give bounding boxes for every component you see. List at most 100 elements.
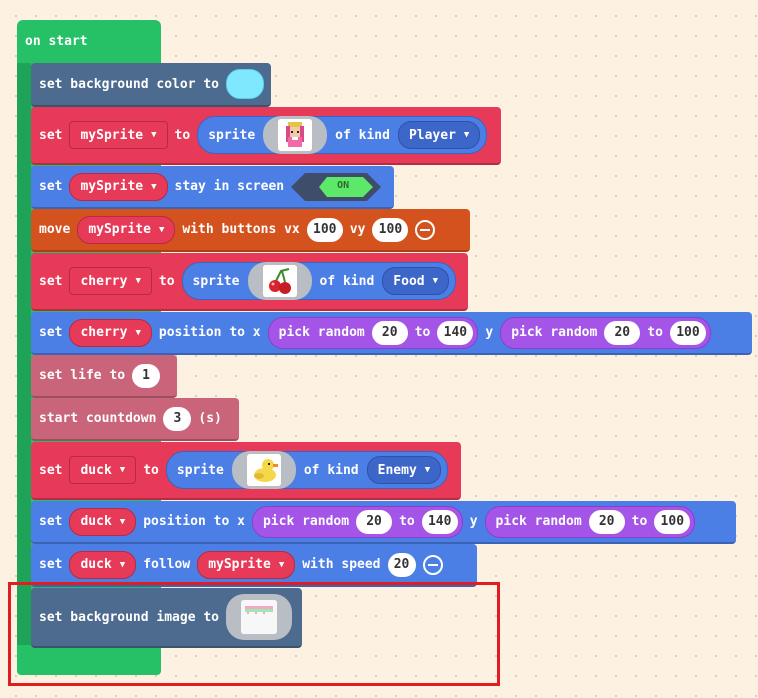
variable-dropdown-cherry[interactable]: cherry ▼ <box>69 267 152 295</box>
toggle-switch-icon <box>291 172 382 201</box>
follow-keyword: follow <box>143 557 191 572</box>
variable-dropdown-mysprite[interactable]: mySprite ▼ <box>69 121 168 149</box>
variable-dropdown-duck[interactable]: duck▼ <box>69 507 137 536</box>
duck-follow-block[interactable]: set duck▼ follow mySprite▼ with speed 20 <box>31 544 477 587</box>
variable-name: duck <box>80 462 112 478</box>
chevron-down-icon: ▼ <box>151 130 157 140</box>
chevron-down-icon: ▼ <box>151 181 157 192</box>
set-mysprite-block[interactable]: set mySprite▼ to sprite of kind Player <box>31 107 501 165</box>
background-color-swatch[interactable] <box>226 69 265 99</box>
random-max-input[interactable]: 140 <box>437 320 474 345</box>
sprite-keyword: sprite <box>176 462 224 478</box>
variable-dropdown-mysprite[interactable]: mySprite▼ <box>69 172 168 201</box>
set-cherry-block[interactable]: set cherry▼ to sprite of kind Food▼ <box>31 253 468 311</box>
set-background-image-label: set background image to <box>39 609 220 625</box>
chevron-down-icon: ▼ <box>119 516 126 527</box>
set-keyword: set <box>39 273 63 289</box>
pick-random-label: pick random <box>278 325 365 340</box>
cherry-sprite-icon <box>262 265 297 297</box>
cherry-position-block[interactable]: set cherry▼ position to x pick random 20… <box>31 312 752 355</box>
random-max-input[interactable]: 100 <box>669 320 706 345</box>
variable-name: mySprite <box>208 557 271 572</box>
on-off-toggle[interactable]: ON <box>291 172 382 201</box>
random-min-input[interactable]: 20 <box>356 509 393 534</box>
chevron-down-icon: ▼ <box>119 559 126 570</box>
stay-in-screen-block[interactable]: set mySprite▼ stay in screen ON <box>31 166 394 209</box>
pick-random-x-reporter[interactable]: pick random 20 to 140 <box>267 316 479 349</box>
on-start-label: on start <box>25 34 88 49</box>
with-buttons-vx-label: with buttons vx <box>182 222 300 237</box>
to-keyword: to <box>174 127 191 143</box>
set-background-image-block[interactable]: set background image to <box>31 588 302 648</box>
start-countdown-block[interactable]: start countdown 3 (s) <box>31 398 239 441</box>
kind-dropdown-enemy[interactable]: Enemy ▼ <box>366 456 442 484</box>
sprite-image-picker[interactable] <box>263 116 328 154</box>
set-duck-block[interactable]: set duck▼ to sprite of kind Enemy▼ <box>31 442 461 500</box>
vx-input[interactable]: 100 <box>306 217 343 242</box>
sprite-image-picker[interactable] <box>247 262 312 300</box>
set-keyword: set <box>39 514 63 529</box>
variable-name: mySprite <box>80 127 144 143</box>
variable-dropdown-mysprite[interactable]: mySprite▼ <box>77 215 176 244</box>
pick-random-x-reporter[interactable]: pick random 20 to 140 <box>251 505 463 538</box>
set-keyword: set <box>39 127 63 143</box>
variable-dropdown-mysprite[interactable]: mySprite ▼ <box>197 550 296 579</box>
chevron-down-icon: ▼ <box>463 130 470 140</box>
variable-name: duck <box>80 557 112 572</box>
duck-position-block[interactable]: set duck▼ position to x pick random 20 t… <box>31 501 736 544</box>
kind-dropdown-player[interactable]: Player▼ <box>397 121 481 149</box>
life-value-input[interactable]: 1 <box>132 363 161 388</box>
sprite-of-kind-reporter[interactable]: sprite of kind Enemy ▼ <box>165 451 449 489</box>
pick-random-y-reporter[interactable]: pick random 20 to 100 <box>484 505 696 538</box>
speed-input[interactable]: 20 <box>387 552 416 577</box>
pick-random-label: pick random <box>511 325 598 340</box>
to-keyword: to <box>647 325 663 340</box>
chevron-down-icon: ▼ <box>432 276 439 286</box>
to-keyword: to <box>143 462 159 478</box>
variable-dropdown-duck[interactable]: duck ▼ <box>69 456 137 484</box>
countdown-value-input[interactable]: 3 <box>163 406 192 431</box>
set-keyword: set <box>39 557 63 572</box>
sprite-image-picker[interactable] <box>231 451 296 489</box>
toggle-state-label: ON <box>337 179 350 191</box>
chevron-down-icon: ▼ <box>135 276 141 286</box>
random-min-input[interactable]: 20 <box>588 509 625 534</box>
kind-name: Enemy <box>377 462 417 478</box>
vy-input[interactable]: 100 <box>372 217 409 242</box>
kind-name: Food <box>393 273 425 289</box>
move-with-buttons-block[interactable]: move mySprite▼ with buttons vx 100 vy 10… <box>31 209 470 252</box>
chevron-down-icon: ▼ <box>424 465 431 475</box>
of-kind-keyword: of kind <box>303 462 359 478</box>
sprite-of-kind-reporter[interactable]: sprite of kind Player▼ <box>197 116 488 154</box>
on-start-spine <box>17 63 31 645</box>
pick-random-y-reporter[interactable]: pick random 20 to 100 <box>500 316 711 349</box>
position-to-x-label: position to x <box>158 325 261 340</box>
random-max-input[interactable]: 140 <box>421 509 458 534</box>
sprite-of-kind-reporter[interactable]: sprite of kind Food▼ <box>181 262 457 300</box>
background-image-thumbnail <box>241 600 278 634</box>
of-kind-keyword: of kind <box>335 127 390 143</box>
set-life-block[interactable]: set life to 1 <box>31 355 177 398</box>
stay-in-screen-label: stay in screen <box>174 179 285 194</box>
to-keyword: to <box>158 273 175 289</box>
collapse-minus-icon[interactable] <box>415 219 436 240</box>
to-keyword: to <box>399 514 415 529</box>
kind-dropdown-food[interactable]: Food ▼ <box>382 267 450 295</box>
chevron-down-icon: ▼ <box>278 559 285 570</box>
set-keyword: set <box>39 179 63 194</box>
random-min-input[interactable]: 20 <box>604 320 641 345</box>
background-image-picker[interactable] <box>226 594 293 640</box>
random-max-input[interactable]: 100 <box>654 509 691 534</box>
set-life-label: set life to <box>39 368 126 383</box>
variable-dropdown-duck[interactable]: duck ▼ <box>69 550 137 579</box>
chevron-down-icon: ▼ <box>158 224 165 235</box>
set-background-color-block[interactable]: set background color to <box>31 63 271 107</box>
collapse-minus-icon[interactable] <box>422 554 443 575</box>
variable-dropdown-cherry[interactable]: cherry▼ <box>69 318 152 347</box>
seconds-unit-label: (s) <box>198 411 222 426</box>
random-min-input[interactable]: 20 <box>371 320 408 345</box>
chevron-down-icon: ▼ <box>119 465 126 475</box>
chevron-down-icon: ▼ <box>135 327 141 338</box>
variable-name: cherry <box>80 273 128 289</box>
